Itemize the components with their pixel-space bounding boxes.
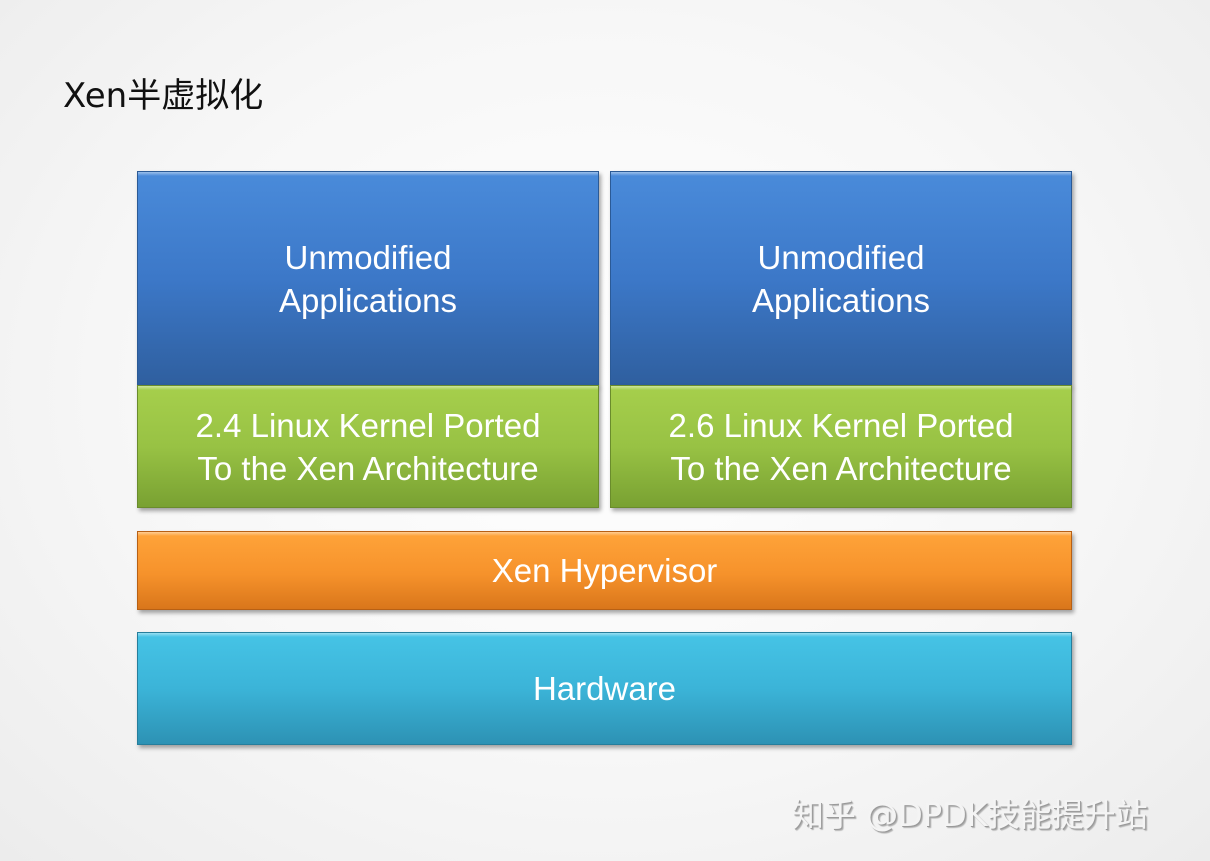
guest2-applications-line2: Applications <box>752 281 930 319</box>
guest1-kernel-line1: 2.4 Linux Kernel Ported <box>195 406 541 444</box>
guest2-kernel-line1: 2.6 Linux Kernel Ported <box>668 406 1014 444</box>
slide-title: Xen半虚拟化 <box>63 76 264 116</box>
hypervisor-block: Xen Hypervisor <box>137 531 1072 610</box>
guest1-applications-line1: Unmodified <box>284 238 452 276</box>
watermark: 知乎 @DPDK技能提升站 <box>792 796 1148 834</box>
guest2-kernel-block: 2.6 Linux Kernel Ported To the Xen Archi… <box>610 385 1072 508</box>
guest1-applications-block: Unmodified Applications <box>137 171 599 386</box>
guest2-applications-line1: Unmodified <box>757 238 925 276</box>
guest1-kernel-line2: To the Xen Architecture <box>197 449 539 487</box>
guest2-kernel-line2: To the Xen Architecture <box>670 449 1012 487</box>
hypervisor-label: Xen Hypervisor <box>491 552 718 589</box>
hardware-block: Hardware <box>137 632 1072 745</box>
guest2-applications-block: Unmodified Applications <box>610 171 1072 386</box>
hardware-label: Hardware <box>532 670 677 707</box>
guest1-kernel-block: 2.4 Linux Kernel Ported To the Xen Archi… <box>137 385 599 508</box>
guest1-applications-line2: Applications <box>279 281 457 319</box>
